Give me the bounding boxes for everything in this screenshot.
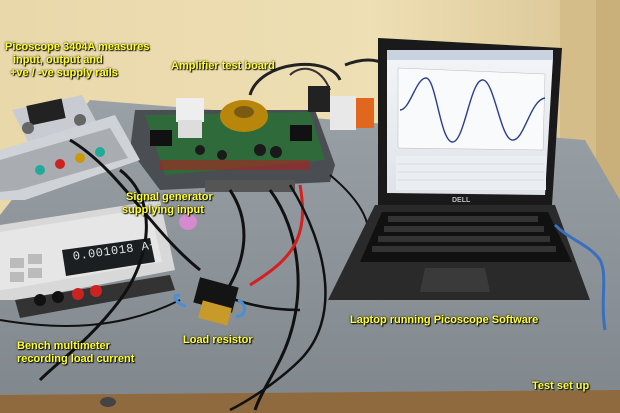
caption-picoscope-line-1: Picoscope 3404A measures — [5, 41, 150, 53]
terminal-strip — [205, 180, 295, 192]
multimeter-button — [28, 254, 42, 264]
desk-screw — [100, 397, 116, 407]
cable — [0, 299, 181, 327]
caption-test-setup: Test set up — [532, 380, 590, 392]
heatsink — [150, 130, 172, 146]
adapter-box — [308, 86, 330, 112]
signal-generator-knob — [75, 153, 85, 163]
caption-multimeter: Bench multimeter recording load current — [17, 340, 134, 366]
caption-signal-generator: Signal generator supplying input — [122, 191, 213, 217]
plug-adapter — [178, 120, 202, 138]
signal-generator-panel — [0, 128, 128, 192]
caption-amplifier: Amplifier test board — [171, 60, 275, 72]
caption-picoscope-line-2: input, output and — [13, 54, 103, 66]
screen-toolbar — [387, 50, 553, 60]
bnc-connector — [22, 122, 34, 134]
usb-cable — [553, 223, 607, 331]
multimeter-jack — [52, 291, 64, 303]
multimeter-button — [10, 272, 24, 282]
wiring — [160, 160, 310, 170]
probe-tip — [179, 214, 197, 230]
caption-multimeter-line-1: Bench multimeter — [17, 340, 110, 352]
caption-laptop: Laptop running Picoscope Software — [350, 314, 539, 326]
multimeter-jack — [90, 285, 102, 297]
cable — [38, 168, 148, 382]
load-resistor-clip — [198, 300, 232, 326]
signal-generator-knob — [35, 165, 45, 175]
plug-adapter — [176, 98, 204, 122]
laptop-brand-label: DELL — [452, 197, 471, 204]
bnc-connector — [74, 114, 86, 126]
multimeter-display-bg — [62, 238, 155, 276]
scope-sine-trace — [399, 77, 546, 143]
signal-generator-knob — [55, 159, 65, 169]
cable — [248, 62, 342, 96]
multimeter-jack — [34, 294, 46, 306]
blue-lead — [173, 293, 187, 308]
caption-multimeter-line-2: recording load current — [17, 353, 135, 365]
toroidal-transformer-core — [234, 106, 254, 118]
adapter-box — [356, 98, 374, 128]
red-cable — [249, 184, 305, 287]
scope-plot-area — [397, 67, 546, 151]
caption-load-resistor: Load resistor — [183, 334, 253, 346]
cable — [69, 138, 201, 272]
caption-siggen-line-1: Signal generator — [126, 191, 213, 203]
capacitor — [270, 146, 282, 158]
blue-lead — [235, 298, 246, 318]
scope-measurements-panel — [396, 156, 546, 190]
caption-picoscope: Picoscope 3404A measures input, output a… — [5, 41, 150, 80]
signal-generator-knob — [95, 147, 105, 157]
capacitor — [217, 150, 227, 160]
caption-siggen-line-2: supplying input — [122, 204, 204, 216]
multimeter-button — [28, 268, 42, 278]
multimeter-button — [10, 258, 24, 268]
cable — [289, 67, 331, 91]
laptop-touchpad — [420, 268, 490, 292]
adapter-box — [330, 96, 356, 130]
cable — [229, 184, 327, 412]
capacitor — [254, 144, 266, 156]
caption-picoscope-line-3: +ve / -ve supply rails — [10, 67, 118, 79]
multimeter-jack — [72, 288, 84, 300]
desk-edge — [0, 390, 620, 413]
picoscope-heatsink — [26, 98, 66, 126]
capacitor — [195, 145, 205, 155]
heatsink — [290, 125, 312, 141]
